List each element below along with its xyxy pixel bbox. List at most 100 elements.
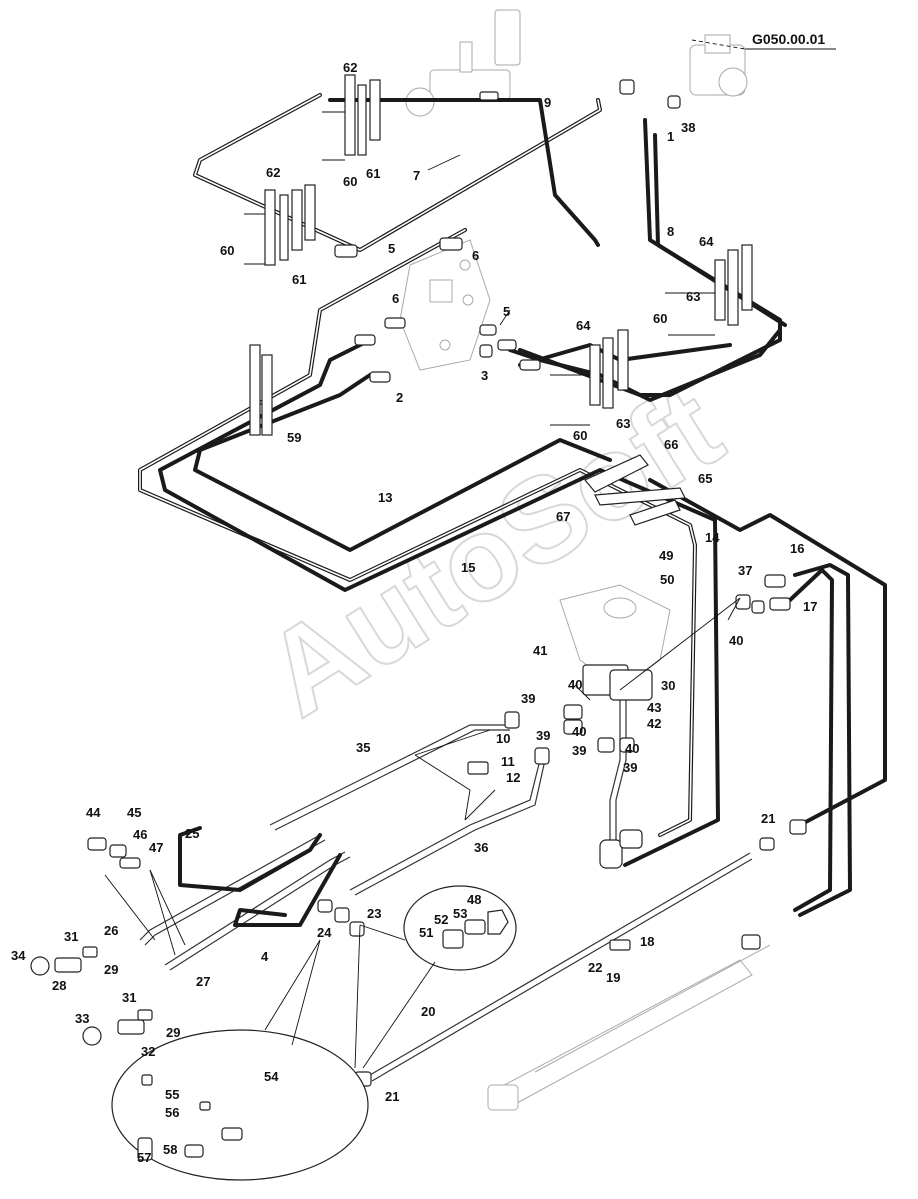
ref-60a: 60: [343, 174, 357, 189]
ref-40b: 40: [568, 677, 582, 692]
ref-43: 43: [647, 700, 661, 715]
pump-assembly-ghost: [689, 34, 748, 97]
ref-67: 67: [556, 509, 570, 524]
ref-37: 37: [738, 563, 752, 578]
ref-31a: 31: [64, 929, 78, 944]
ref-45: 45: [127, 805, 141, 820]
ref-2: 2: [396, 390, 403, 405]
ref-49: 49: [659, 548, 673, 563]
diagram-code-header: G050.00.01: [745, 31, 836, 50]
clamp-bracket-64a: [665, 244, 753, 336]
control-valve-block: [399, 239, 491, 371]
hydraulic-cylinder-ghost: [487, 944, 771, 1111]
ref-56: 56: [165, 1105, 179, 1120]
ref-53: 53: [453, 906, 467, 921]
ref-39c: 39: [572, 743, 586, 758]
ref-22: 22: [588, 960, 602, 975]
ref-9: 9: [544, 95, 551, 110]
ref-1: 1: [667, 129, 674, 144]
ref-65: 65: [698, 471, 712, 486]
ref-32: 32: [141, 1044, 155, 1059]
detail-parts-left: [30, 837, 153, 1046]
leader-lines: [104, 154, 741, 956]
ref-40a: 40: [729, 633, 743, 648]
ref-17: 17: [803, 599, 817, 614]
reference-labels: 1 2 3 4 5 5 6 6 7 8 9 10 11 12 13 14 15 …: [11, 60, 817, 1165]
ref-51: 51: [419, 925, 433, 940]
ref-8: 8: [667, 224, 674, 239]
ref-6b: 6: [392, 291, 399, 306]
detail-circle-54: [111, 939, 369, 1181]
clamp-bracket-62a: [322, 74, 381, 161]
ref-31b: 31: [122, 990, 136, 1005]
ref-23: 23: [367, 906, 381, 921]
clamp-bracket-59: [249, 344, 273, 436]
ref-57: 57: [137, 1150, 151, 1165]
ref-62b: 62: [266, 165, 280, 180]
clamp-bracket-66: [584, 454, 686, 526]
ref-48: 48: [467, 892, 481, 907]
ref-60d: 60: [573, 428, 587, 443]
ref-14: 14: [705, 530, 720, 545]
clamp-bracket-62b: [244, 184, 316, 266]
ref-12: 12: [506, 770, 520, 785]
ref-5a: 5: [388, 241, 395, 256]
ref-21b: 21: [385, 1089, 399, 1104]
ref-7: 7: [413, 168, 420, 183]
ref-59: 59: [287, 430, 301, 445]
ref-11: 11: [501, 754, 515, 769]
ref-34: 34: [11, 948, 26, 963]
detail-circle-48: [354, 885, 517, 1069]
ref-66: 66: [664, 437, 678, 452]
hydraulic-hoses: [138, 93, 887, 1132]
ref-41: 41: [533, 643, 547, 658]
ref-30: 30: [661, 678, 675, 693]
ref-29b: 29: [166, 1025, 180, 1040]
ref-64a: 64: [699, 234, 714, 249]
ref-61a: 61: [366, 166, 380, 181]
ref-27: 27: [196, 974, 210, 989]
ref-50: 50: [660, 572, 674, 587]
ref-55: 55: [165, 1087, 179, 1102]
ref-60b: 60: [220, 243, 234, 258]
ref-44: 44: [86, 805, 101, 820]
ref-63a: 63: [686, 289, 700, 304]
ref-60c: 60: [653, 311, 667, 326]
ref-42: 42: [647, 716, 661, 731]
ref-64b: 64: [576, 318, 591, 333]
ref-47: 47: [149, 840, 163, 855]
ref-20: 20: [421, 1004, 435, 1019]
support-bracket-ghost: [559, 584, 671, 691]
ref-24: 24: [317, 925, 332, 940]
ref-63b: 63: [616, 416, 630, 431]
ref-40c: 40: [572, 724, 586, 739]
ref-3: 3: [481, 368, 488, 383]
ref-4: 4: [261, 949, 269, 964]
ref-40d: 40: [625, 741, 639, 756]
ref-58: 58: [163, 1142, 177, 1157]
ref-6a: 6: [472, 248, 479, 263]
ref-26: 26: [104, 923, 118, 938]
clamp-bracket-64b: [550, 329, 629, 426]
ref-39d: 39: [623, 760, 637, 775]
ref-21a: 21: [761, 811, 775, 826]
ref-15: 15: [461, 560, 475, 575]
ref-62a: 62: [343, 60, 357, 75]
ref-54: 54: [264, 1069, 279, 1084]
ref-52: 52: [434, 912, 448, 927]
ref-19: 19: [606, 970, 620, 985]
ref-28: 28: [52, 978, 66, 993]
ref-35: 35: [356, 740, 370, 755]
ref-39a: 39: [521, 691, 535, 706]
ref-16: 16: [790, 541, 804, 556]
ref-36: 36: [474, 840, 488, 855]
ref-18: 18: [640, 934, 654, 949]
ref-46: 46: [133, 827, 147, 842]
ref-13: 13: [378, 490, 392, 505]
ref-39b: 39: [536, 728, 550, 743]
ref-10: 10: [496, 731, 510, 746]
ref-25: 25: [185, 826, 199, 841]
diagram-code: G050.00.01: [752, 31, 825, 47]
